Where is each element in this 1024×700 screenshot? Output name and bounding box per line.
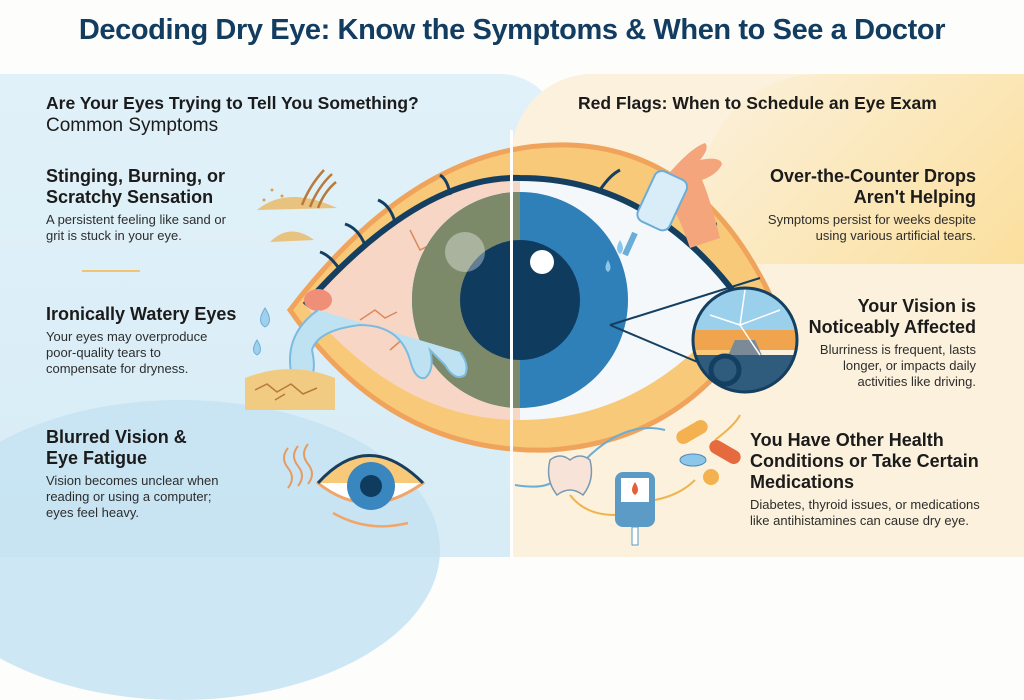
symptom-watery-eyes: Ironically Watery Eyes Your eyes may ove…	[46, 304, 236, 377]
tear-drop-icon	[245, 307, 335, 410]
right-panel-glow	[700, 74, 1024, 264]
symptom-blurred-vision: Blurred Vision &Eye Fatigue Vision becom…	[46, 427, 218, 521]
red-flag-description: Diabetes, thyroid issues, or medications…	[750, 497, 980, 528]
eye-drop-bottle-icon	[622, 143, 722, 257]
section-separator	[82, 270, 140, 272]
panel-divider	[510, 130, 513, 560]
sand-grit-icon	[257, 169, 337, 242]
pills-glucose-meter-icon	[515, 414, 741, 546]
right-panel-heading: Red Flags: When to Schedule an Eye Exam	[578, 93, 937, 113]
cracked-windshield-icon	[691, 286, 799, 394]
symptom-title: Ironically Watery Eyes	[46, 304, 237, 324]
page-title: Decoding Dry Eye: Know the Symptoms & Wh…	[78, 14, 946, 46]
tired-eye-icon	[283, 443, 426, 528]
left-panel-heading: Are Your Eyes Trying to Tell You Somethi…	[46, 93, 419, 113]
left-panel-subheading: Common Symptoms	[46, 115, 219, 136]
symptom-title: Blurred Vision &Eye Fatigue	[46, 427, 187, 468]
